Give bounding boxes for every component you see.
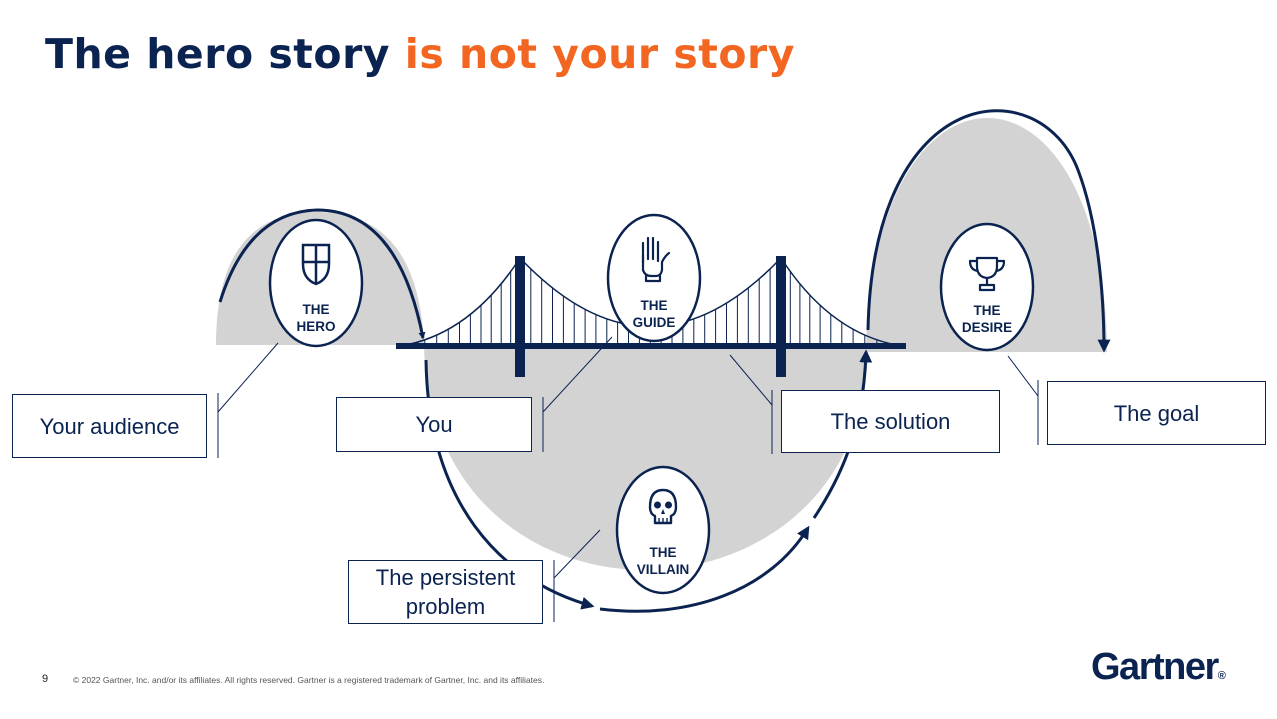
villain-valley bbox=[424, 345, 868, 571]
badge-guide-line1: THE bbox=[641, 298, 668, 313]
badge-villain-line2: VILLAIN bbox=[637, 562, 690, 577]
badge-hero-line1: THE bbox=[303, 302, 330, 317]
raised-hand-icon bbox=[641, 236, 671, 283]
badge-desire: THE DESIRE bbox=[939, 222, 1035, 352]
badge-desire-line1: THE bbox=[974, 303, 1001, 318]
gartner-logo: Gartner® bbox=[1091, 646, 1226, 689]
copyright-notice: © 2022 Gartner, Inc. and/or its affiliat… bbox=[73, 675, 545, 685]
badge-villain: THE VILLAIN bbox=[615, 465, 711, 595]
badge-villain-line1: THE bbox=[650, 545, 677, 560]
badge-desire-line2: DESIRE bbox=[962, 320, 1012, 335]
badge-guide: THE GUIDE bbox=[606, 213, 702, 343]
badge-guide-line2: GUIDE bbox=[633, 315, 676, 330]
hero-arc bbox=[218, 208, 426, 340]
bridge bbox=[396, 256, 906, 377]
badge-hero-line2: HERO bbox=[296, 319, 335, 334]
title-part-navy: The hero story bbox=[45, 30, 391, 78]
desire-arc bbox=[866, 109, 1111, 353]
box-the-goal: The goal bbox=[1047, 381, 1266, 445]
trophy-icon bbox=[968, 256, 1006, 292]
connector-lines bbox=[217, 336, 1039, 622]
box-the-solution: The solution bbox=[781, 390, 1000, 453]
logo-registered-mark: ® bbox=[1217, 670, 1226, 682]
slide-title: The hero story is not your story bbox=[45, 30, 795, 78]
box-persistent-problem: The persistent problem bbox=[348, 560, 543, 624]
valley-arc-mid bbox=[599, 525, 810, 613]
badge-hero: THE HERO bbox=[268, 218, 364, 348]
logo-wordmark: Gartner bbox=[1091, 646, 1219, 688]
page-number: 9 bbox=[42, 673, 49, 685]
shield-icon bbox=[301, 243, 331, 286]
skull-icon bbox=[648, 488, 678, 525]
box-your-audience: Your audience bbox=[12, 394, 207, 458]
title-part-orange: is not your story bbox=[404, 30, 795, 78]
box-you: You bbox=[336, 397, 532, 452]
